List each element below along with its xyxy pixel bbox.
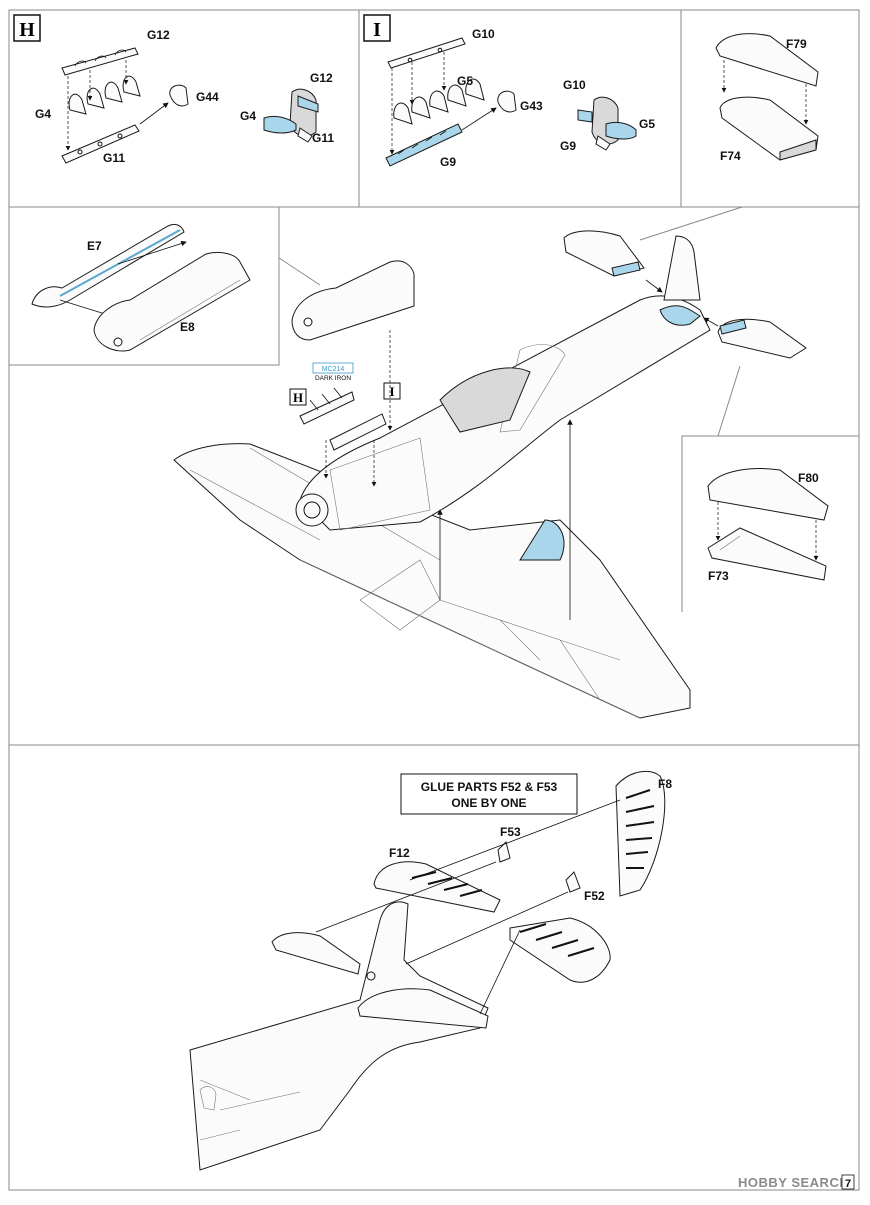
- step-i-panel: I G10 G5 G43: [363, 14, 655, 169]
- label-f80: F80: [798, 471, 819, 485]
- part-g10-bar: [387, 37, 466, 69]
- paint-name: DARK IRON: [315, 375, 351, 382]
- part-g4-exhaust-stacks: [68, 75, 141, 115]
- label-g44: G44: [196, 90, 219, 104]
- step-h-box: [13, 14, 41, 42]
- tail-assembly-panel: GLUE PARTS F52 & F53 ONE BY ONE F8 F53 F…: [189, 770, 672, 1171]
- step-h-panel: H: [13, 14, 334, 165]
- label-e7: E7: [87, 239, 102, 253]
- step-i-box: [363, 14, 391, 42]
- label-g10-detail: G10: [563, 78, 586, 92]
- label-f8: F8: [658, 777, 672, 791]
- label-g9: G9: [440, 155, 456, 169]
- glue-note-line1: GLUE PARTS F52 & F53: [421, 780, 558, 794]
- label-f53: F53: [500, 825, 521, 839]
- label-g10: G10: [472, 27, 495, 41]
- paint-code: MC214: [322, 366, 345, 373]
- part-f73: [707, 527, 827, 581]
- glue-note-box: [400, 773, 578, 815]
- frames: [8, 9, 860, 1191]
- part-f52: [565, 871, 581, 893]
- label-g4-detail: G4: [240, 109, 256, 123]
- elevator-top-panel: F79 F74: [639, 33, 819, 241]
- paint-code-box: [312, 362, 354, 374]
- step-h-letter: H: [19, 19, 35, 41]
- label-g11: G11: [103, 151, 125, 165]
- part-f80: [707, 468, 829, 521]
- elevator-side-panel: F80 F73: [707, 468, 829, 583]
- label-g4: G4: [35, 107, 51, 121]
- part-e8-cowl: [93, 251, 251, 352]
- marker-h: H: [293, 390, 303, 405]
- label-g12: G12: [147, 28, 170, 42]
- label-f73: F73: [708, 569, 729, 583]
- part-f79-elevator-top: [715, 33, 819, 87]
- part-f74-elevator-bottom: [719, 96, 819, 161]
- label-g12-detail: G12: [310, 71, 333, 85]
- part-g9-bar: [385, 123, 463, 167]
- part-f12-elevators: [373, 861, 611, 983]
- cowl-panel: E7 E8: [31, 223, 321, 352]
- marker-h-box: [289, 388, 307, 406]
- footer: HOBBY SEARCH 7: [738, 1174, 855, 1190]
- aircraft-elevator-right: [717, 318, 807, 359]
- part-f8-rudder: [615, 770, 666, 897]
- part-g5-stacks: [393, 78, 485, 125]
- label-e8: E8: [180, 320, 195, 334]
- part-f53: [497, 841, 511, 863]
- label-f12: F12: [389, 846, 410, 860]
- label-g5-detail: G5: [639, 117, 655, 131]
- part-g11-exhaust-bar: [61, 124, 140, 164]
- part-g44: [169, 84, 189, 107]
- label-g5: G5: [457, 74, 473, 88]
- rear-fuselage: [189, 901, 489, 1171]
- aircraft-fuselage: [295, 235, 711, 531]
- aircraft-main-assembly: MC214 DARK IRON H I: [173, 230, 807, 719]
- glue-note-line2: ONE BY ONE: [451, 796, 526, 810]
- aircraft-elevator-left: [563, 230, 645, 277]
- label-g43: G43: [520, 99, 543, 113]
- part-g43: [497, 90, 517, 113]
- page-number-box: [841, 1174, 855, 1190]
- label-g11-detail: G11: [312, 131, 334, 145]
- label-f79: F79: [786, 37, 807, 51]
- part-g12-exhaust-bar: [61, 47, 139, 76]
- page-number: 7: [845, 1178, 851, 1190]
- i-assembled-detail: [577, 96, 637, 151]
- step-i-letter: I: [373, 19, 381, 41]
- label-f74: F74: [720, 149, 741, 163]
- aircraft-top-cowl: [291, 260, 415, 341]
- marker-i-box: [383, 382, 401, 400]
- watermark: HOBBY SEARCH: [738, 1175, 849, 1190]
- label-g9-detail: G9: [560, 139, 576, 153]
- marker-i: I: [389, 384, 394, 399]
- h-assembled-detail: [263, 88, 319, 143]
- aircraft-exhaust-subassembly: [299, 387, 387, 451]
- label-f52: F52: [584, 889, 605, 903]
